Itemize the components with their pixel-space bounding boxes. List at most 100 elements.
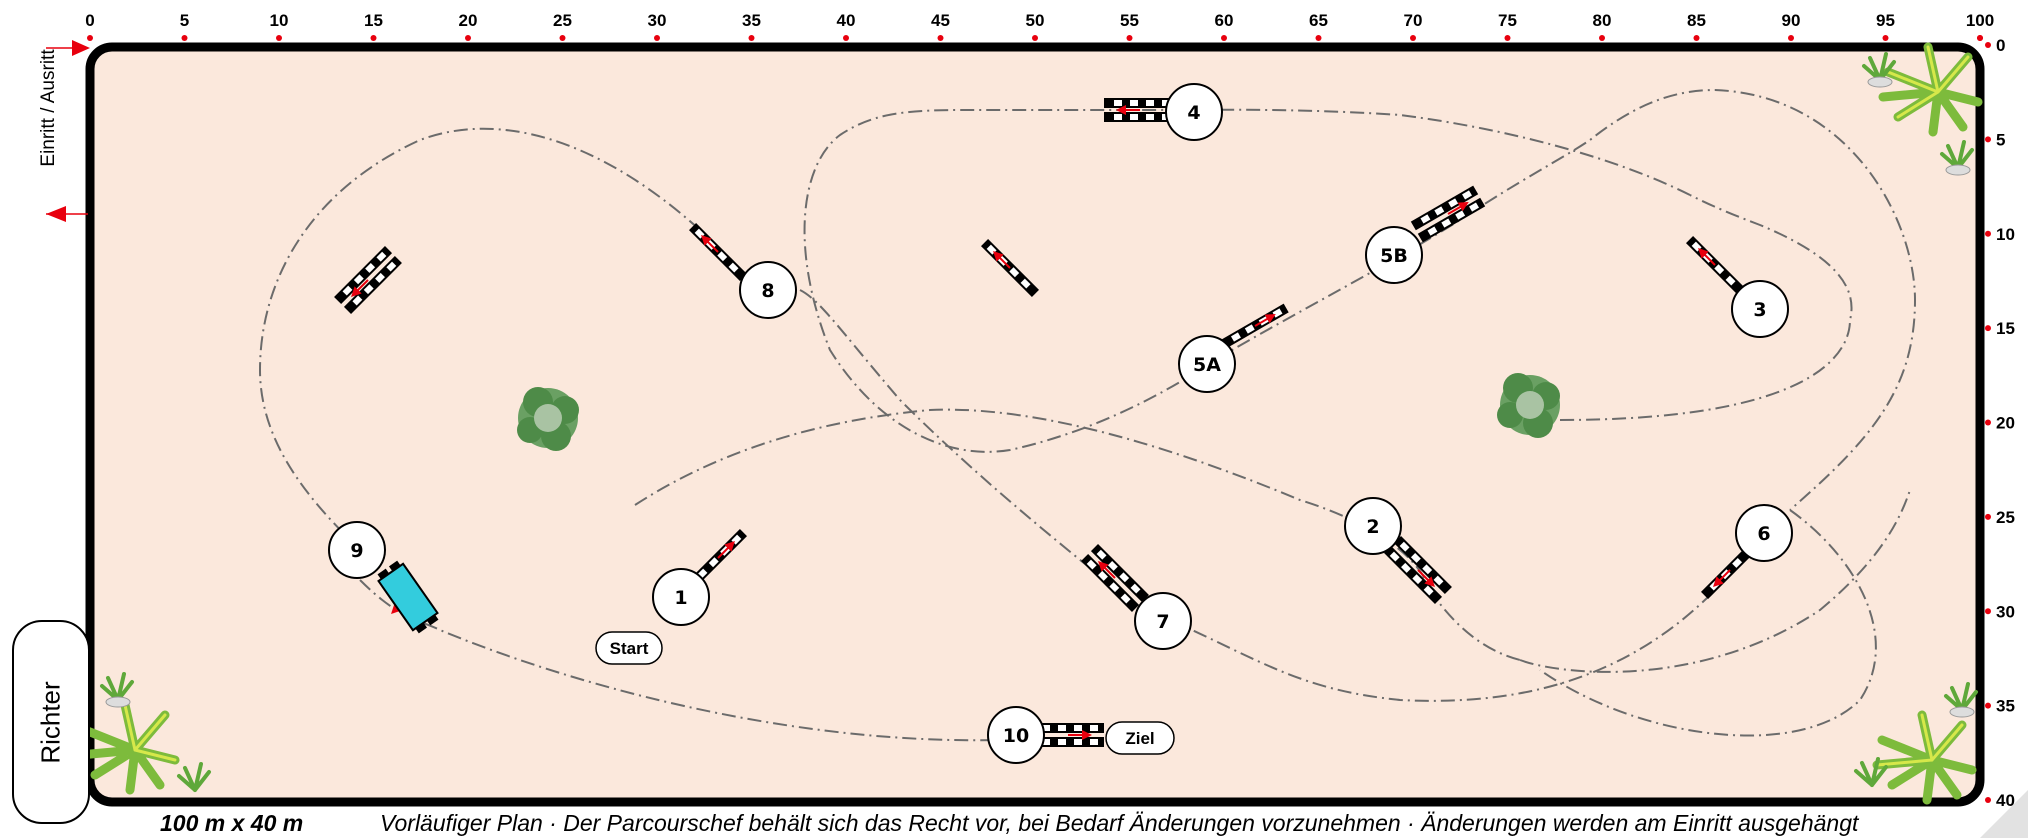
obstacle-number-3: 3 — [1731, 280, 1789, 338]
tree-right-icon — [1497, 373, 1560, 438]
obstacle-number-1: 1 — [652, 568, 710, 626]
top-tick-label: 75 — [1498, 11, 1517, 30]
top-tick-mark — [1221, 35, 1227, 41]
judge-label: Richter — [35, 680, 66, 764]
right-tick-label: 40 — [1996, 791, 2015, 810]
top-tick-mark — [1882, 35, 1889, 41]
right-tick-mark — [1985, 136, 1991, 143]
right-tick-label: 0 — [1996, 36, 2005, 55]
arena-size: 100 m x 40 m — [160, 810, 304, 836]
right-tick-mark — [1985, 513, 1991, 520]
right-tick-label: 5 — [1996, 130, 2005, 149]
obstacle-number-4: 4 — [1165, 83, 1223, 141]
top-tick-mark — [559, 35, 566, 41]
direction-arrow-icon — [993, 251, 1011, 269]
right-tick-mark — [1985, 797, 1991, 803]
top-tick-mark — [87, 35, 93, 41]
entry-exit-text: Einritt / Ausritt — [38, 49, 59, 167]
top-tick-label: 35 — [742, 11, 761, 30]
top-tick-mark — [1126, 35, 1133, 41]
svg-text:7: 7 — [1156, 611, 1169, 633]
direction-arrow-icon — [1417, 569, 1435, 587]
top-tick-mark — [654, 35, 660, 41]
svg-text:5B: 5B — [1380, 245, 1408, 267]
finish-label: Ziel — [1125, 729, 1154, 748]
obstacle-number-2: 2 — [1344, 497, 1402, 555]
top-tick-label: 55 — [1120, 11, 1139, 30]
arena — [85, 42, 1985, 807]
right-tick-label: 35 — [1996, 697, 2015, 716]
top-tick-label: 25 — [553, 11, 572, 30]
direction-arrow-icon — [351, 279, 369, 297]
svg-text:10: 10 — [1003, 725, 1029, 747]
top-tick-label: 5 — [180, 11, 189, 30]
top-tick-label: 100 — [1966, 11, 1994, 30]
plant-bottom-left-icon — [75, 672, 211, 795]
right-tick-mark — [1985, 419, 1991, 426]
right-tick-label: 20 — [1996, 414, 2015, 433]
top-tick-label: 40 — [837, 11, 856, 30]
top-tick-label: 0 — [85, 11, 94, 30]
right-tick-label: 30 — [1996, 602, 2015, 621]
top-tick-label: 80 — [1593, 11, 1612, 30]
start-pill: Start — [595, 631, 663, 665]
svg-text:8: 8 — [761, 280, 774, 302]
right-tick-label: 15 — [1996, 319, 2015, 338]
top-tick-mark — [1410, 35, 1416, 41]
svg-text:4: 4 — [1187, 102, 1200, 124]
fence — [1081, 544, 1149, 612]
obstacle-numbers: 1 2 3 4 5A 5B 6 7 8 9 10 — [328, 83, 1793, 764]
top-tick-label: 85 — [1687, 11, 1706, 30]
top-tick-mark — [748, 35, 755, 41]
plant-bottom-right-icon — [1854, 682, 1978, 805]
top-tick-label: 50 — [1026, 11, 1045, 30]
corner-tick-mark — [1977, 35, 1983, 41]
top-tick-mark — [937, 35, 944, 41]
fence — [334, 246, 402, 314]
top-tick-mark — [1788, 35, 1794, 41]
top-tick-mark — [181, 35, 188, 41]
obstacle-number-5b: 5B — [1365, 226, 1423, 284]
obstacle-number-7: 7 — [1134, 592, 1192, 650]
tree-left-icon — [517, 387, 579, 451]
direction-arrow-icon — [1447, 202, 1469, 215]
entry-markers — [46, 40, 90, 222]
entry-arrow-icon — [72, 40, 90, 56]
top-tick-label: 20 — [459, 11, 478, 30]
water-obstacle-9 — [377, 562, 439, 632]
top-tick-mark — [276, 35, 282, 41]
top-tick-label: 65 — [1309, 11, 1328, 30]
top-tick-label: 15 — [364, 11, 383, 30]
top-tick-mark — [370, 35, 377, 41]
obstacle-number-5a: 5A — [1178, 335, 1236, 393]
svg-text:1: 1 — [674, 587, 687, 609]
top-tick-mark — [465, 35, 471, 41]
obstacle-number-8: 8 — [739, 261, 797, 319]
fence — [1384, 536, 1452, 604]
top-tick-mark — [1693, 35, 1700, 41]
svg-text:6: 6 — [1757, 523, 1770, 545]
top-tick-mark — [1599, 35, 1605, 41]
right-tick-mark — [1985, 702, 1991, 709]
obstacle-number-9: 9 — [328, 521, 386, 579]
top-tick-mark — [843, 35, 849, 41]
obstacle-number-6: 6 — [1735, 504, 1793, 562]
top-tick-mark — [1315, 35, 1322, 41]
svg-text:2: 2 — [1366, 516, 1379, 538]
judge-box: Richter — [12, 620, 90, 824]
direction-arrow-icon — [701, 235, 719, 253]
right-tick-label: 25 — [1996, 508, 2015, 527]
direction-arrow-icon — [1713, 569, 1731, 587]
right-tick-mark — [1985, 325, 1991, 332]
top-tick-label: 10 — [270, 11, 289, 30]
right-tick-mark — [1985, 608, 1991, 615]
direction-arrow-icon — [1254, 314, 1276, 327]
top-tick-label: 95 — [1876, 11, 1895, 30]
obstacle-number-10: 10 — [987, 706, 1045, 764]
direction-arrow-icon — [1698, 248, 1716, 266]
top-tick-label: 90 — [1782, 11, 1801, 30]
svg-text:3: 3 — [1753, 299, 1766, 321]
